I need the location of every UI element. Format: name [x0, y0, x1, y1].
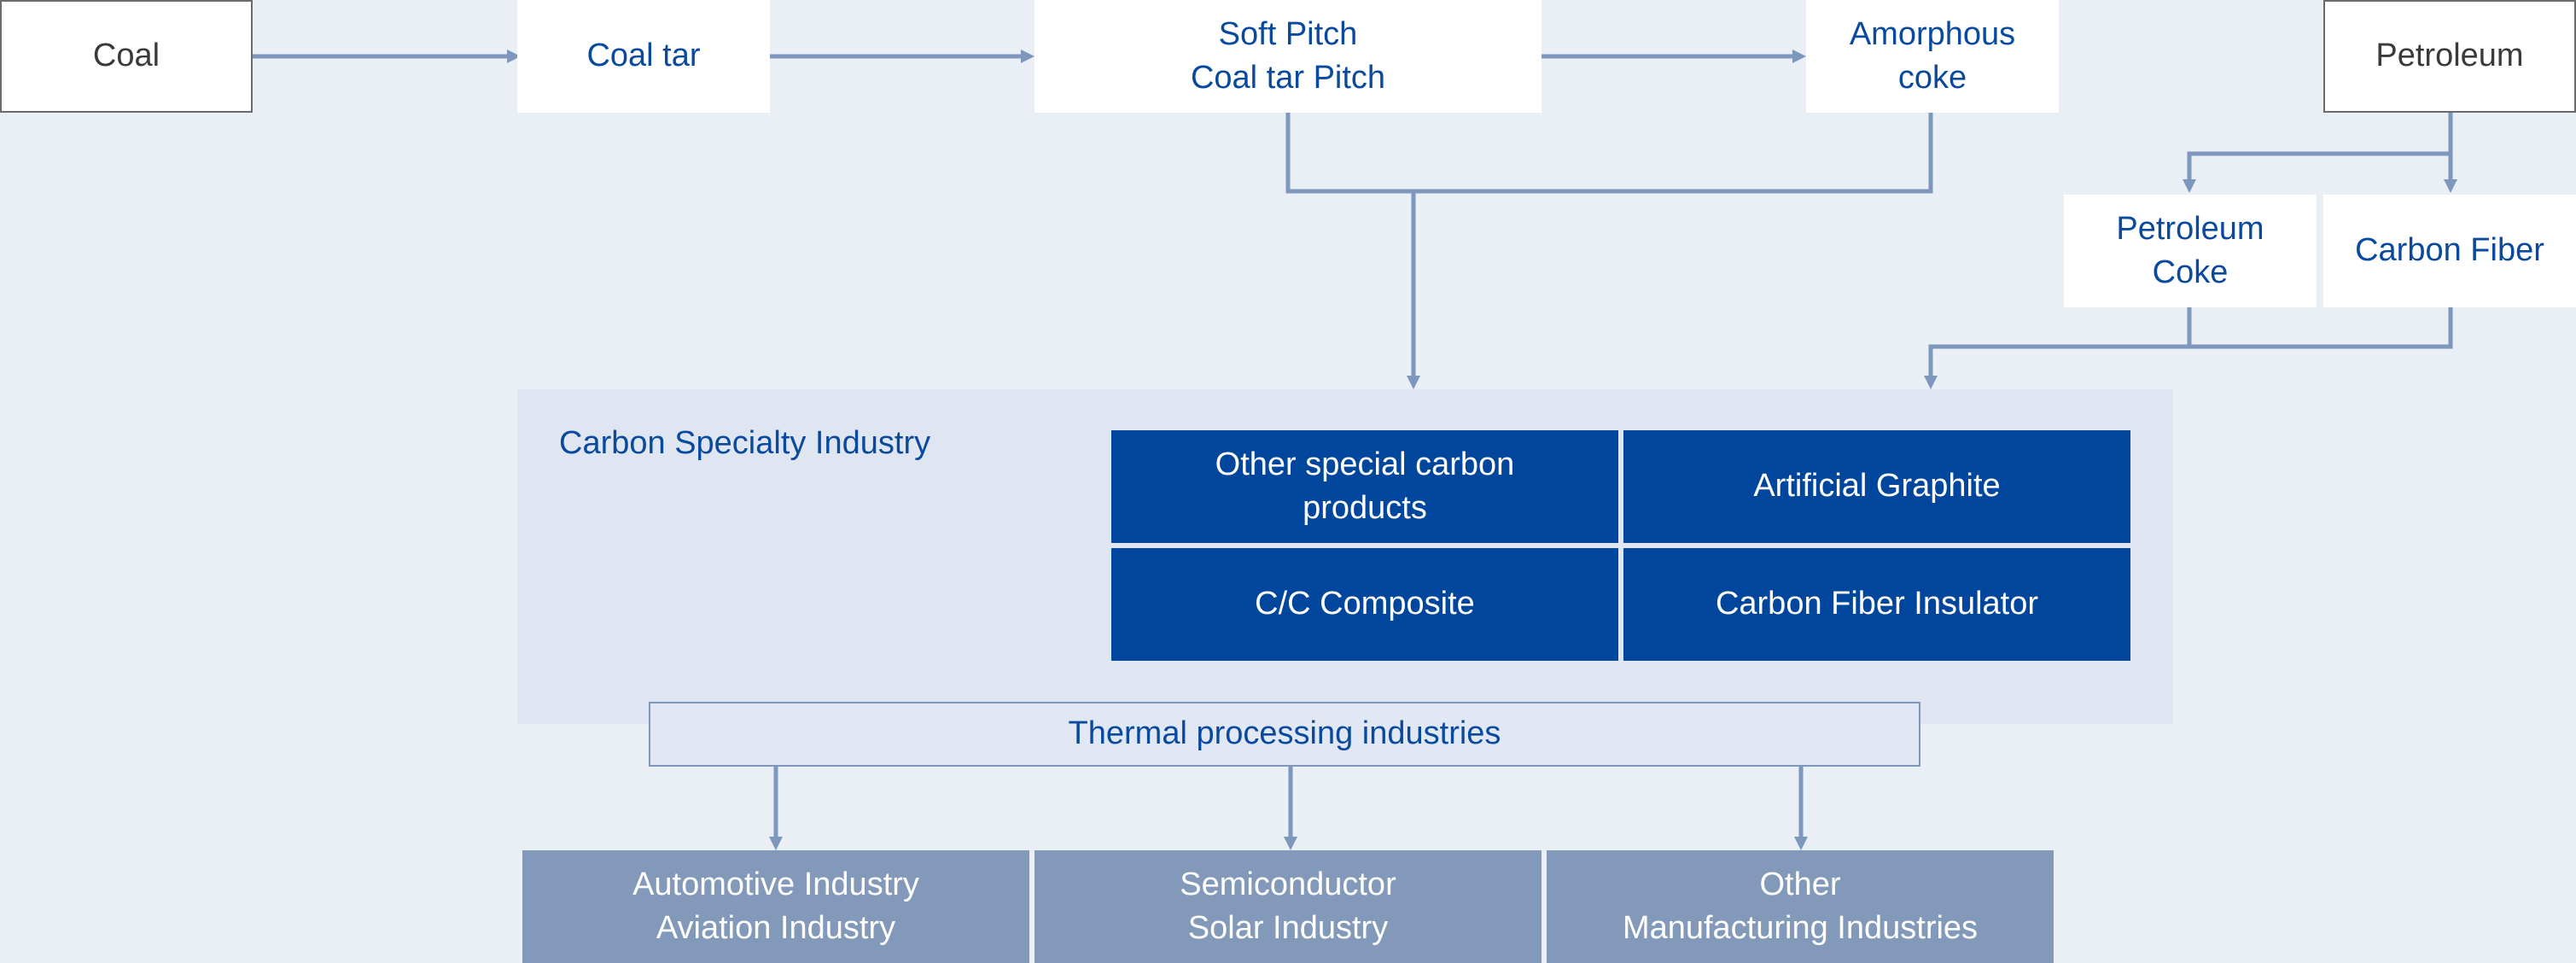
coal-node: Coal [0, 0, 253, 113]
connector-pitch-coke-merge [1285, 113, 1933, 194]
product-label: C/C Composite [1255, 586, 1475, 622]
petroleum-label: Petroleum [2375, 38, 2524, 74]
coal-tar-label: Coal tar [586, 38, 701, 74]
coal-tar-node: Coal tar [517, 0, 770, 113]
carbon-specialty-industry-label: Carbon Specialty Industry [559, 425, 931, 461]
thermal-processing-label: Thermal processing industries [1068, 715, 1501, 752]
pitch-node: Soft Pitch Coal tar Pitch [1034, 0, 1542, 113]
amorphous-coke-node: Amorphous coke [1806, 0, 2059, 113]
product-label: Other special carbon products [1215, 446, 1515, 526]
other-manufacturing-node: Other Manufacturing Industries [1547, 850, 2054, 963]
coal-label: Coal [92, 38, 160, 74]
carbon-fiber-node: Carbon Fiber [2323, 195, 2576, 307]
output-label: Semiconductor Solar Industry [1180, 866, 1396, 946]
thermal-processing-node: Thermal processing industries [649, 702, 1920, 767]
product-label: Artificial Graphite [1753, 468, 2001, 505]
product-label: Carbon Fiber Insulator [1715, 586, 2039, 622]
amorphous-coke-label: Amorphous coke [1849, 15, 2016, 96]
petroleum-node: Petroleum [2323, 0, 2576, 113]
automotive-aviation-node: Automotive Industry Aviation Industry [522, 850, 1029, 963]
connector-petroleum-split [2187, 151, 2453, 181]
connector-petcoke-fiber-merge [2187, 307, 2453, 349]
petroleum-coke-node: Petroleum Coke [2064, 195, 2317, 307]
semiconductor-solar-node: Semiconductor Solar Industry [1034, 850, 1542, 963]
arrow-merge-to-specialty-right [1928, 344, 1933, 376]
cc-composite-node: C/C Composite [1111, 548, 1618, 661]
output-label: Other Manufacturing Industries [1622, 866, 1979, 946]
carbon-fiber-label: Carbon Fiber [2355, 232, 2544, 269]
other-special-carbon-products-node: Other special carbon products [1111, 430, 1618, 543]
output-label: Automotive Industry Aviation Industry [632, 866, 919, 946]
artificial-graphite-node: Artificial Graphite [1623, 430, 2130, 543]
pitch-label: Soft Pitch Coal tar Pitch [1190, 15, 1386, 96]
carbon-fiber-insulator-node: Carbon Fiber Insulator [1623, 548, 2130, 661]
petroleum-coke-label: Petroleum Coke [2116, 210, 2264, 290]
